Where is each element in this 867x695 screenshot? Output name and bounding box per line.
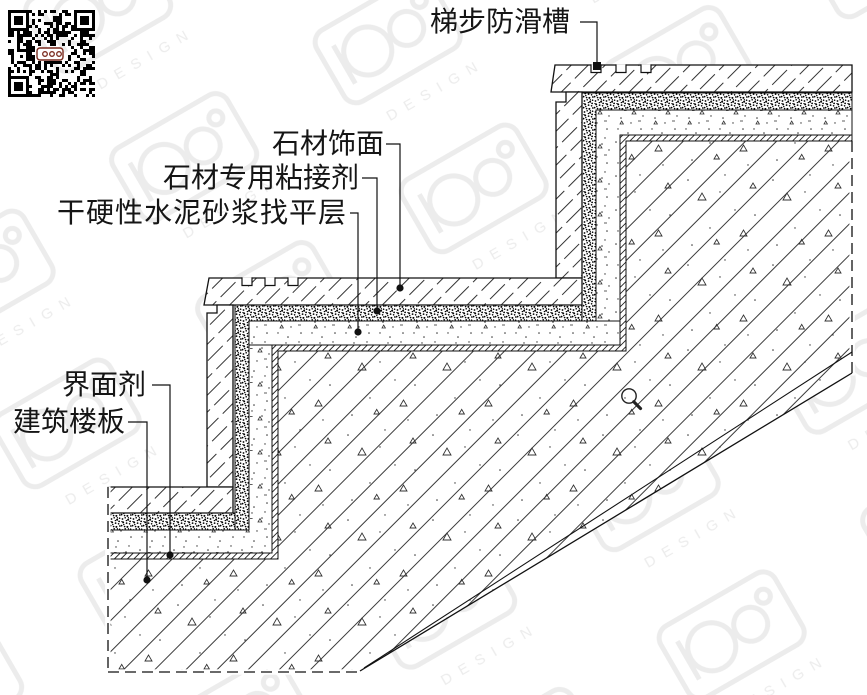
label-stone-adhesive: 石材专用粘接剂 [163,163,360,194]
qr-code [8,10,95,97]
leader-stone-adhesive [362,177,378,311]
leader-interface-agent [152,384,171,555]
leader-dots [143,62,601,584]
label-stone-finish: 石材饰面 [272,129,385,160]
top-riser [555,91,583,279]
label-building-slab: 建筑楼板 [13,407,126,438]
middle-tread [203,277,583,306]
middle-riser [206,304,234,488]
leader-stone-finish [386,143,401,288]
slab-edges [107,141,853,673]
slab-soffit-inner-line [363,351,853,669]
slab-soffit-line [359,372,853,672]
mortar-leveling-layer [107,109,853,554]
antislip-grooves-middle [241,277,299,287]
label-antislip-groove: 梯步防滑槽 [430,7,571,38]
leader-antislip [580,21,598,63]
stone-finish [107,64,853,514]
leader-mortar [350,212,359,332]
leader-lines [128,21,598,580]
label-interface-agent: 界面剂 [62,370,147,401]
label-mortar-leveling: 干硬性水泥砂浆找平层 [57,198,348,229]
magnifier-icon [621,388,643,411]
qr-code-svg [8,10,95,97]
structural-slab [108,141,852,671]
leader-building-slab [128,421,148,580]
